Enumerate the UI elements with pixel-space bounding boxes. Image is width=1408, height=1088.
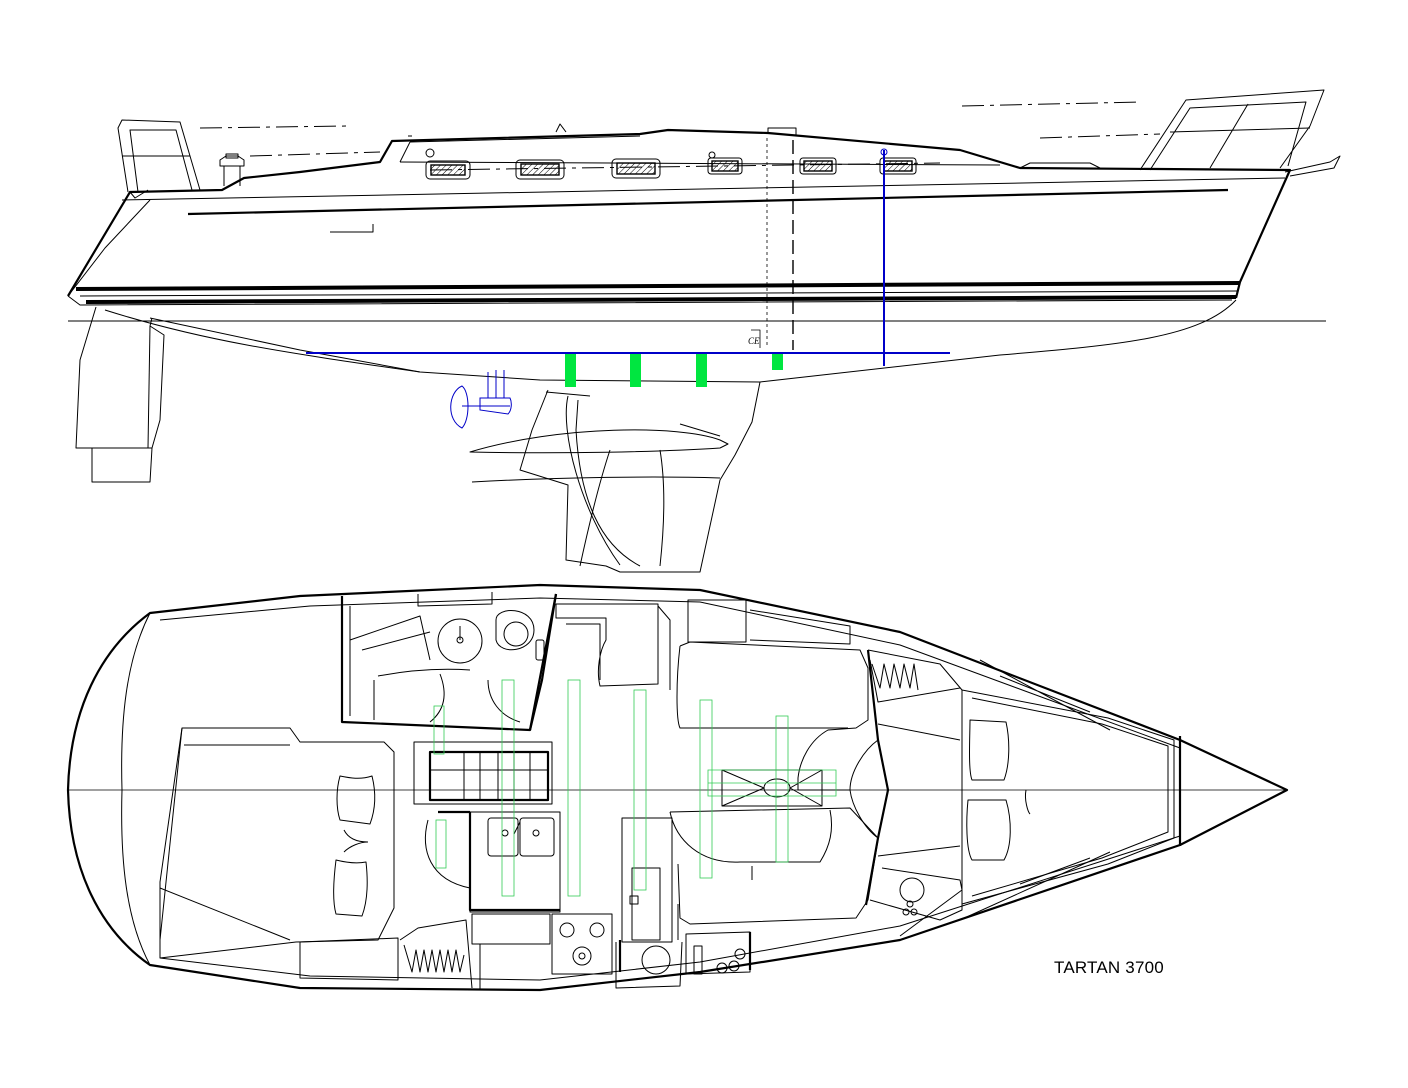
ballast-marks <box>565 354 783 387</box>
main-bulkhead <box>528 593 890 906</box>
nav-station <box>555 599 851 690</box>
head-compartment <box>340 592 558 732</box>
keel-wing <box>469 429 729 454</box>
deck-outline <box>66 583 1289 992</box>
coachroof <box>379 129 1021 169</box>
companionway-steps <box>413 741 553 805</box>
cockpit <box>159 727 395 959</box>
v-berth <box>959 659 1182 921</box>
hull-underbody <box>104 299 1237 383</box>
anchor-roller <box>1284 155 1341 177</box>
hull-topside <box>67 128 1292 299</box>
portlights <box>425 157 917 180</box>
plan-view <box>66 583 1289 992</box>
ice-box <box>615 904 751 989</box>
rudder <box>75 306 165 483</box>
drawing-title: TARTAN 3700 <box>1054 958 1164 977</box>
interior-guides <box>433 679 837 897</box>
keel <box>519 381 761 573</box>
profile-view: CE <box>67 89 1341 573</box>
bow-pulpit <box>1139 89 1325 171</box>
ce-label: CE <box>748 336 760 346</box>
winch <box>219 155 245 186</box>
quarter-berth-locker <box>299 919 473 989</box>
sheer-stripe <box>187 188 1229 216</box>
boot-stripe <box>75 281 1241 291</box>
forward-head <box>867 649 963 937</box>
propeller <box>450 370 512 429</box>
galley <box>424 811 673 990</box>
stern-pulpit <box>117 119 201 193</box>
